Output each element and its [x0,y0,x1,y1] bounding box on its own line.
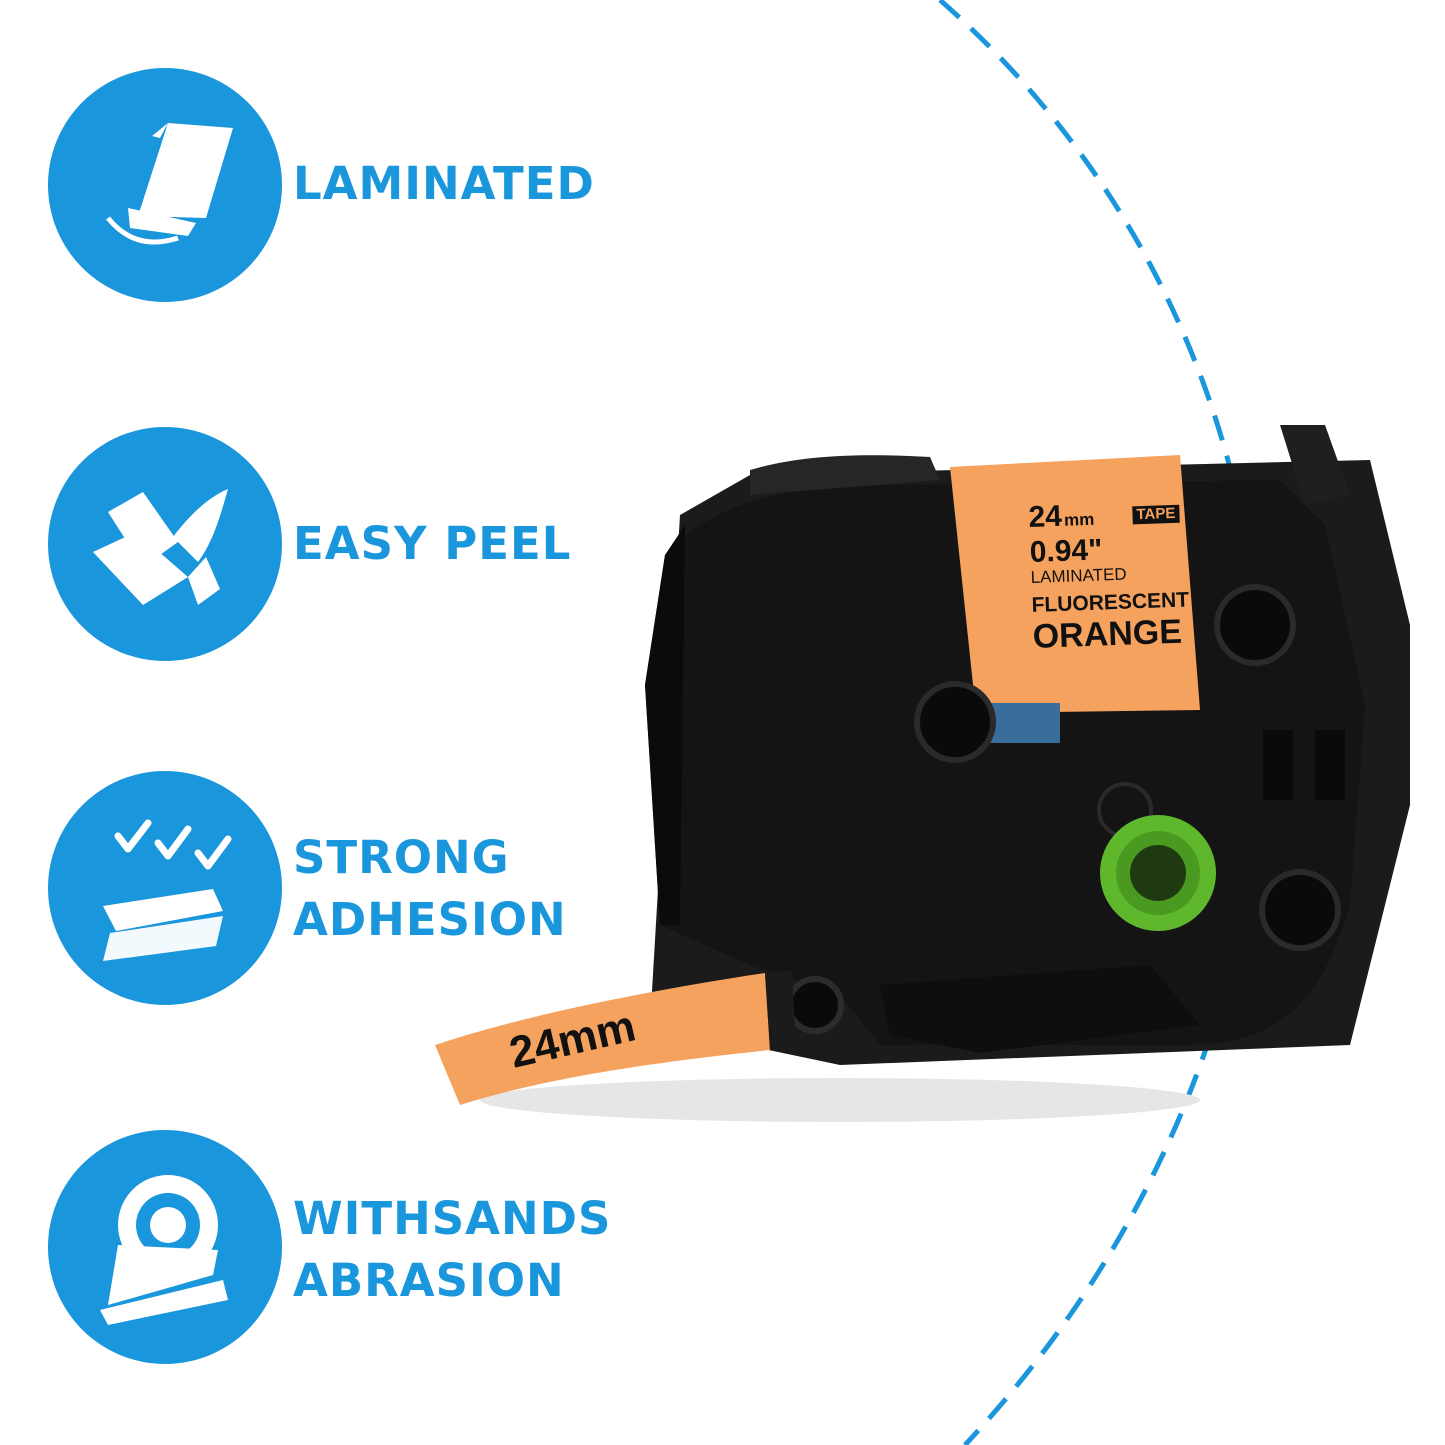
feature-laminated: LAMINATED [48,68,608,304]
peeling-label-icon [93,489,228,605]
feature-label-line: WITHSANDS [293,1192,612,1245]
feature-label-line: EASY PEEL [293,517,572,570]
cartridge-label: 24mm TAPE 0.94" LAMINATED FLUORESCENT OR… [1028,495,1243,656]
tape-cartridge-illustration: 24mm TAPE 0.94" LAMINATED FLUORESCENT OR… [420,385,1445,1125]
easy-peel-badge [48,427,282,661]
feature-label-line: ADHESION [293,893,567,946]
laminated-badge [48,68,282,302]
feature-label-line: STRONG [293,831,510,884]
feature-label-line: ABRASION [293,1254,565,1307]
withsands-abrasion-badge [48,1130,282,1364]
strong-adhesion-badge [48,771,282,1005]
feature-easy-peel: EASY PEEL [48,427,608,663]
laminated-sheet-icon [106,123,233,245]
tape-roll-icon [100,1175,228,1325]
feature-strong-adhesion: STRONG ADHESION [48,771,608,1007]
checkmarks-adhesion-icon [103,819,232,961]
feature-label-line: LAMINATED [293,157,595,210]
label-width-unit: mm [1063,509,1095,530]
label-tape-tag: TAPE [1132,504,1180,525]
label-width-mm: 24 [1027,499,1063,534]
feature-withsands-abrasion: WITHSANDS ABRASION [48,1130,612,1366]
label-color-line2: ORANGE [1032,612,1183,656]
